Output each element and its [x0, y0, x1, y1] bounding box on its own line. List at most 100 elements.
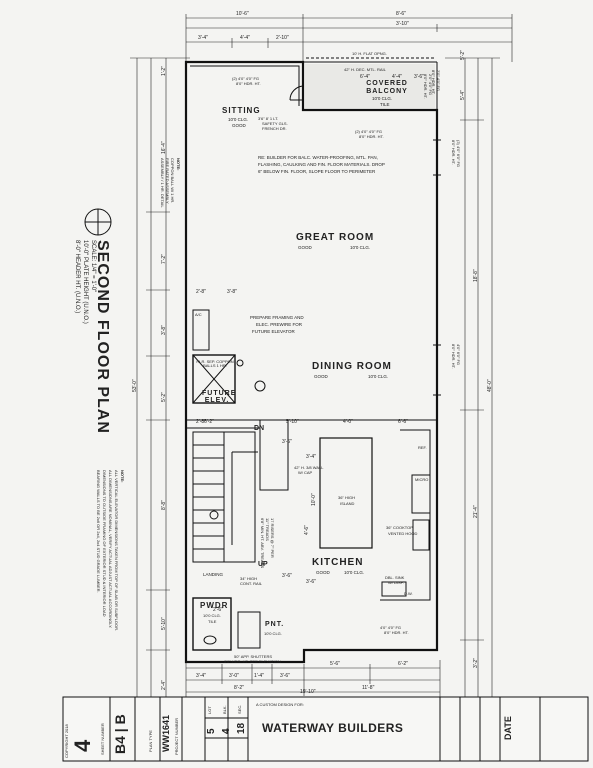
side-note-2-line-4: BEARING WALLS TO BE 2x6 OR 2x4, 2x4 STUD… — [96, 470, 101, 593]
dim-bottom-sub-4: 3'-6" — [280, 673, 290, 679]
side-note-2-line-1: ALL VERTICAL ELEVATOR DIMENSIONS TAKEN F… — [114, 470, 119, 632]
elevator-note-2: ELEC. PREWIRE FOR — [256, 322, 303, 327]
dim-left-2: 16'-4" — [161, 141, 167, 154]
room-balcony-floor: TILE — [380, 102, 390, 107]
room-powder-label: PWDR — [200, 601, 229, 610]
dim-int-8: 3'-6" — [282, 439, 292, 445]
dim-int-12: 4'-6" — [304, 525, 310, 535]
room-sitting-floor: GOOD — [232, 123, 246, 128]
dim-left-total: 53'-0" — [132, 379, 138, 392]
dim-int-13: 2'-8" — [196, 419, 206, 425]
window-note-5a: 4'0" 4'0" FG — [380, 625, 402, 630]
room-dining-ceiling: 10'0 CLG. — [368, 374, 389, 379]
shutters-note-1: 50" APP. SHUTTERS — [234, 654, 273, 659]
window-note-3a: (3) 4'0" 6'0" FG — [456, 140, 461, 168]
dim-left-7: 5'-10" — [161, 617, 167, 630]
dim-int-11: 10'-0" — [311, 493, 317, 506]
sink-note-1: DBL. SINK — [385, 575, 405, 580]
dim-int-5: 4'-0" — [343, 419, 353, 425]
balcony-note-1: RE: BUILDER FOR BALC. WATER-PROOFING, MT… — [258, 155, 378, 160]
side-note-2-line-2: ALL DIMENSIONS ARE NOMINAL, VERIFY ACTUA… — [108, 470, 113, 629]
dim-int-6: 6'-6" — [398, 419, 408, 425]
ref-label: REF. — [418, 445, 427, 450]
dim-left-5: 5'-2" — [161, 392, 167, 402]
balcony-note-2: FLASHING, CAULKING AND FIN. FLOOR MATERI… — [258, 162, 385, 167]
lot-value: 5 — [206, 728, 217, 734]
handrail-note-1: 34" HIGH — [240, 576, 257, 581]
room-sitting-ceiling: 10'0 CLG. — [228, 117, 249, 122]
dim-left-1: 1'-2" — [161, 66, 167, 76]
room-pantry-label: PNT. — [265, 621, 285, 628]
stair-up-label: UP — [258, 561, 268, 568]
room-elevator-sub: HLR. SEP. COPPON BALLS 1 HR. — [196, 359, 234, 368]
room-pantry-ceiling: 10'0 CLG. — [264, 631, 282, 636]
block-value: 4 — [221, 728, 232, 734]
room-kitchen-label: KITCHEN — [312, 557, 364, 568]
dim-bottom-sub-3: 1'-4" — [254, 673, 264, 679]
dim-top-sub-4: 3'-10" — [396, 21, 409, 27]
dim-left-3: 7'-2" — [161, 254, 167, 264]
side-note-1-line-1: COPPON BALL W/ 1 HR. — [170, 158, 175, 204]
dim-int-10: 3'-6" — [306, 579, 316, 585]
dim-right-1: 5'-4" — [460, 90, 466, 100]
dim-left-6: 8'-8" — [161, 500, 167, 510]
dim-bottom-sub-1: 3'-4" — [196, 673, 206, 679]
dim-top-sub-2: 4'-4" — [240, 35, 250, 41]
dim-bottom-mid-2: 11'-8" — [362, 685, 375, 691]
room-dining-floor: GOOD — [314, 374, 328, 379]
side-note-1-line-3: ASSEMBLY / 1 HR. DETAIL — [160, 158, 165, 208]
header-height: 8'-0" HEADER HT. (U.N.O.) — [74, 240, 80, 314]
copyright-note: COPYRIGHT 2018 — [64, 724, 69, 758]
dim-bottom-total: 19'-10" — [300, 689, 316, 695]
dim-top-overall-1: 10'-6" — [236, 11, 249, 17]
section-value: 18 — [236, 722, 247, 734]
micro-label: MICRO — [415, 477, 429, 482]
window-note-3b: 8'0" HDR. HT. — [451, 140, 456, 165]
ac-label: A/C — [195, 312, 202, 317]
plan-scale: SCALE: 1/4" = 1'-0" — [90, 240, 96, 293]
ledge-note-2: W/ CAP — [298, 470, 313, 475]
side-note-1-heading: NOTE: — [176, 158, 181, 171]
window-note-4a: 4'0" 6'0" FG — [456, 344, 461, 366]
dim-top-overall-2: 8'-6" — [396, 11, 406, 17]
balcony-note-3: 6" BELOW FIN. FLOOR, SLOPE FLOOR TO PERI… — [258, 169, 376, 174]
dim-left-4: 3'-8" — [161, 325, 167, 335]
dim-int-3: 6'-2" — [204, 419, 214, 425]
dim-top-balc-1: 6'-4" — [360, 74, 370, 80]
room-balcony-ceiling: 10'0 CLG. — [372, 96, 393, 101]
custom-design-label: A CUSTOM DESIGN FOR: — [256, 702, 304, 707]
elevator-note-1: PREPARE FRAMING AND — [250, 315, 304, 320]
room-great-room-ceiling: 10'0 CLG. — [350, 245, 371, 250]
handrail-note-2: CONT. RAIL — [240, 581, 263, 586]
dim-top-sub-1: 3'-4" — [198, 35, 208, 41]
window-note-5b: 8'0" HDR. HT. — [384, 630, 409, 635]
room-kitchen-floor: GOOD — [316, 570, 330, 575]
room-dining-label: DINING ROOM — [312, 361, 392, 372]
window-note-6a: 2'0" 4'0" FG — [436, 70, 441, 92]
stair-dn-label: DN — [254, 425, 265, 432]
stair-landing-label: LANDING — [203, 572, 224, 577]
side-note-2-heading: NOTE: — [120, 470, 125, 483]
plan-title: SECOND FLOOR PLAN — [94, 240, 111, 434]
elevator-note-3: FUTURE ELEVATOR — [252, 329, 295, 334]
flat-opening-note: 10' H. FLAT OPNG. — [352, 51, 387, 56]
room-elevator-label: FUTURE ELEV. — [202, 390, 237, 404]
french-door-note-1: 3'6" 8' 1 LT. — [258, 116, 279, 121]
side-note-1-line-2: FIRE RATED ASSEMBLY — [165, 158, 170, 204]
dim-bottom-sub-2: 3'-0" — [229, 673, 239, 679]
dim-int-7: 2'-6" — [213, 607, 223, 613]
builder-name: WATERWAY BUILDERS — [262, 721, 404, 735]
dim-right-3: 18'-8" — [473, 269, 479, 282]
dim-int-14: 3'-4" — [306, 454, 316, 460]
sheet-number-label: SHEET NUMBER — [100, 723, 105, 755]
french-door-note-3: FRENCH DR. — [262, 126, 287, 131]
dim-bottom-mid-1: 8'-2" — [234, 685, 244, 691]
window-note-2a: (2) 4'0" 4'0" FG — [355, 129, 383, 134]
stair-note-3: 6'8" MIN. HT. ABV. TREADS — [260, 518, 265, 569]
room-balcony-label: COVERED BALCONY — [366, 80, 408, 95]
room-great-room-label: GREAT ROOM — [296, 232, 375, 243]
dim-right-5: 3'-2" — [473, 658, 479, 668]
project-number: WW1641 — [161, 714, 171, 752]
shutters-note-2: 8'0" HDR. HT. SEE ELEVATION — [224, 659, 281, 664]
